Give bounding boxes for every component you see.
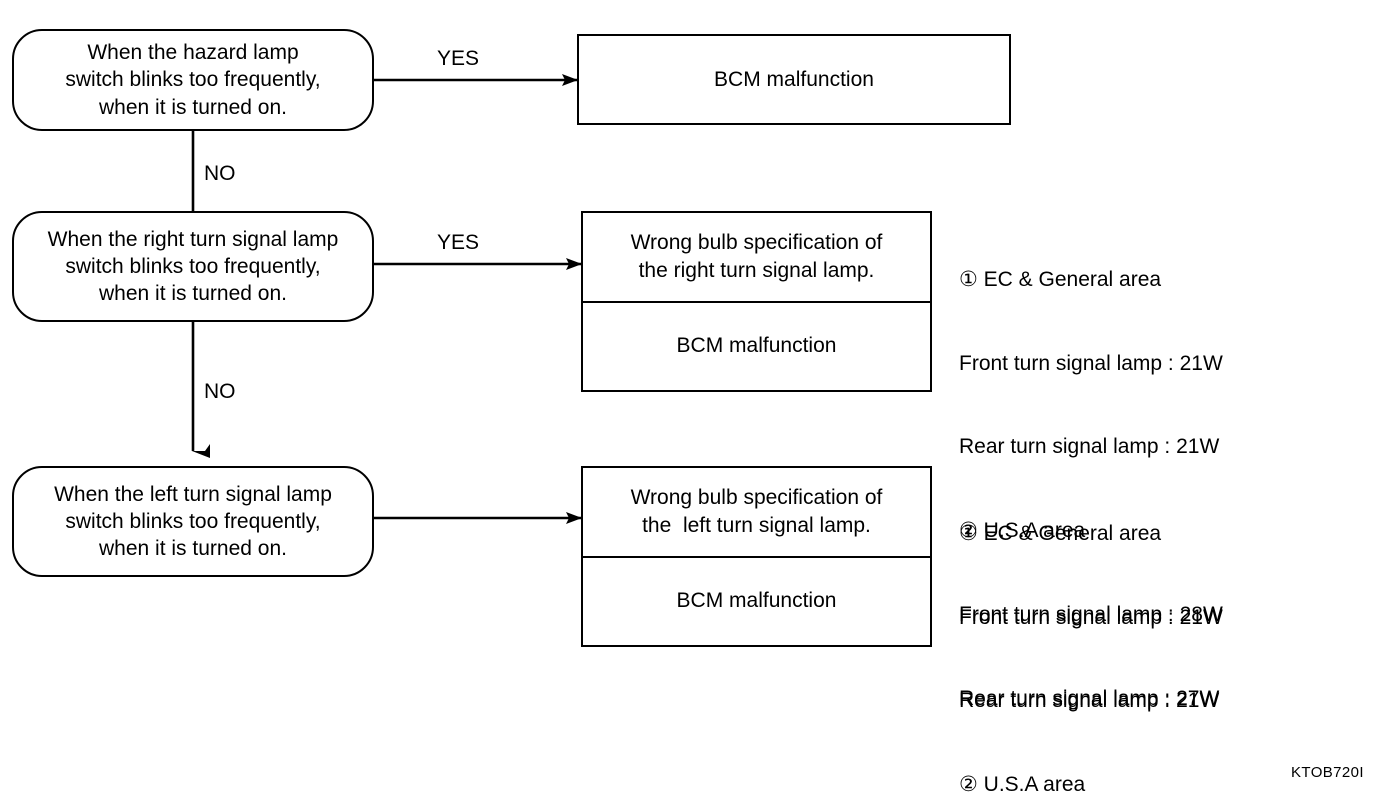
result-left-turn-bulb-line-2: the left turn signal lamp. <box>642 513 871 537</box>
result-right-turn-bcm-text: BCM malfunction <box>676 334 837 358</box>
notes-right-turn-line-2: Front turn signal lamp : 21W <box>959 351 1223 375</box>
edge-label-right-yes: YES <box>437 231 480 254</box>
notes-left-turn-line-2: Front turn signal lamp : 21W <box>959 605 1223 629</box>
node-right-turn-line-1: When the right turn signal lamp <box>47 227 339 251</box>
node-hazard-line-1: When the hazard lamp <box>87 41 299 65</box>
edge-label-right-no: NO <box>204 380 236 403</box>
node-right-turn-line-2: switch blinks too frequently, <box>65 254 321 278</box>
node-right-turn-line-3: when it is turned on. <box>99 282 287 306</box>
node-hazard-line-2: switch blinks too frequently, <box>65 68 321 92</box>
edge-label-hazard-yes: YES <box>437 47 480 70</box>
figure-reference-code: KTOB720I <box>1291 764 1364 781</box>
result-left-turn-bcm-text: BCM malfunction <box>676 589 837 613</box>
notes-right-turn-line-5: Front turn signal lamp : 28W <box>959 602 1223 626</box>
notes-left-turn-line-4: ② U.S.A area <box>959 773 1086 794</box>
node-hazard-line-3: when it is turned on. <box>99 95 287 119</box>
node-left-turn-line-2: switch blinks too frequently, <box>65 509 321 533</box>
notes-left-turn-line-3: Rear turn signal lamp : 21W <box>959 689 1220 713</box>
notes-left-turn-line-1: ① EC & General area <box>959 521 1162 545</box>
edge-label-hazard-no: NO <box>204 162 236 185</box>
result-left-turn-cell-bulb: Wrong bulb specification of the left tur… <box>583 468 930 556</box>
node-left-turn-condition[interactable]: When the left turn signal lamp switch bl… <box>12 466 374 577</box>
node-right-turn-condition[interactable]: When the right turn signal lamp switch b… <box>12 211 374 322</box>
notes-right-turn-line-4: ② U.S.A area <box>959 519 1086 543</box>
result-hazard-bcm-text: BCM malfunction <box>714 67 874 91</box>
result-left-turn-cell-bcm: BCM malfunction <box>583 555 930 646</box>
result-hazard[interactable]: BCM malfunction <box>577 34 1011 125</box>
node-hazard-condition[interactable]: When the hazard lamp switch blinks too f… <box>12 29 374 131</box>
notes-right-turn-line-3: Rear turn signal lamp : 21W <box>959 435 1220 459</box>
result-hazard-cell-bcm: BCM malfunction <box>579 36 1009 123</box>
result-left-turn-bulb-line-1: Wrong bulb specification of <box>630 486 883 510</box>
node-left-turn-line-1: When the left turn signal lamp <box>54 482 332 506</box>
result-right-turn-bulb-line-2: the right turn signal lamp. <box>638 258 875 282</box>
result-right-turn[interactable]: Wrong bulb specification of the right tu… <box>581 211 932 392</box>
notes-right-turn-line-1: ① EC & General area <box>959 267 1162 291</box>
result-right-turn-cell-bulb: Wrong bulb specification of the right tu… <box>583 213 930 301</box>
result-right-turn-bulb-line-1: Wrong bulb specification of <box>630 231 883 255</box>
result-left-turn[interactable]: Wrong bulb specification of the left tur… <box>581 466 932 647</box>
notes-right-turn-line-6: Rear turn signal lamp : 27W <box>959 686 1220 710</box>
node-left-turn-line-3: when it is turned on. <box>99 537 287 561</box>
notes-right-turn: ① EC & General area Front turn signal la… <box>959 210 1379 768</box>
notes-left-turn: ① EC & General area Front turn signal la… <box>959 464 1379 794</box>
result-right-turn-cell-bcm: BCM malfunction <box>583 300 930 391</box>
